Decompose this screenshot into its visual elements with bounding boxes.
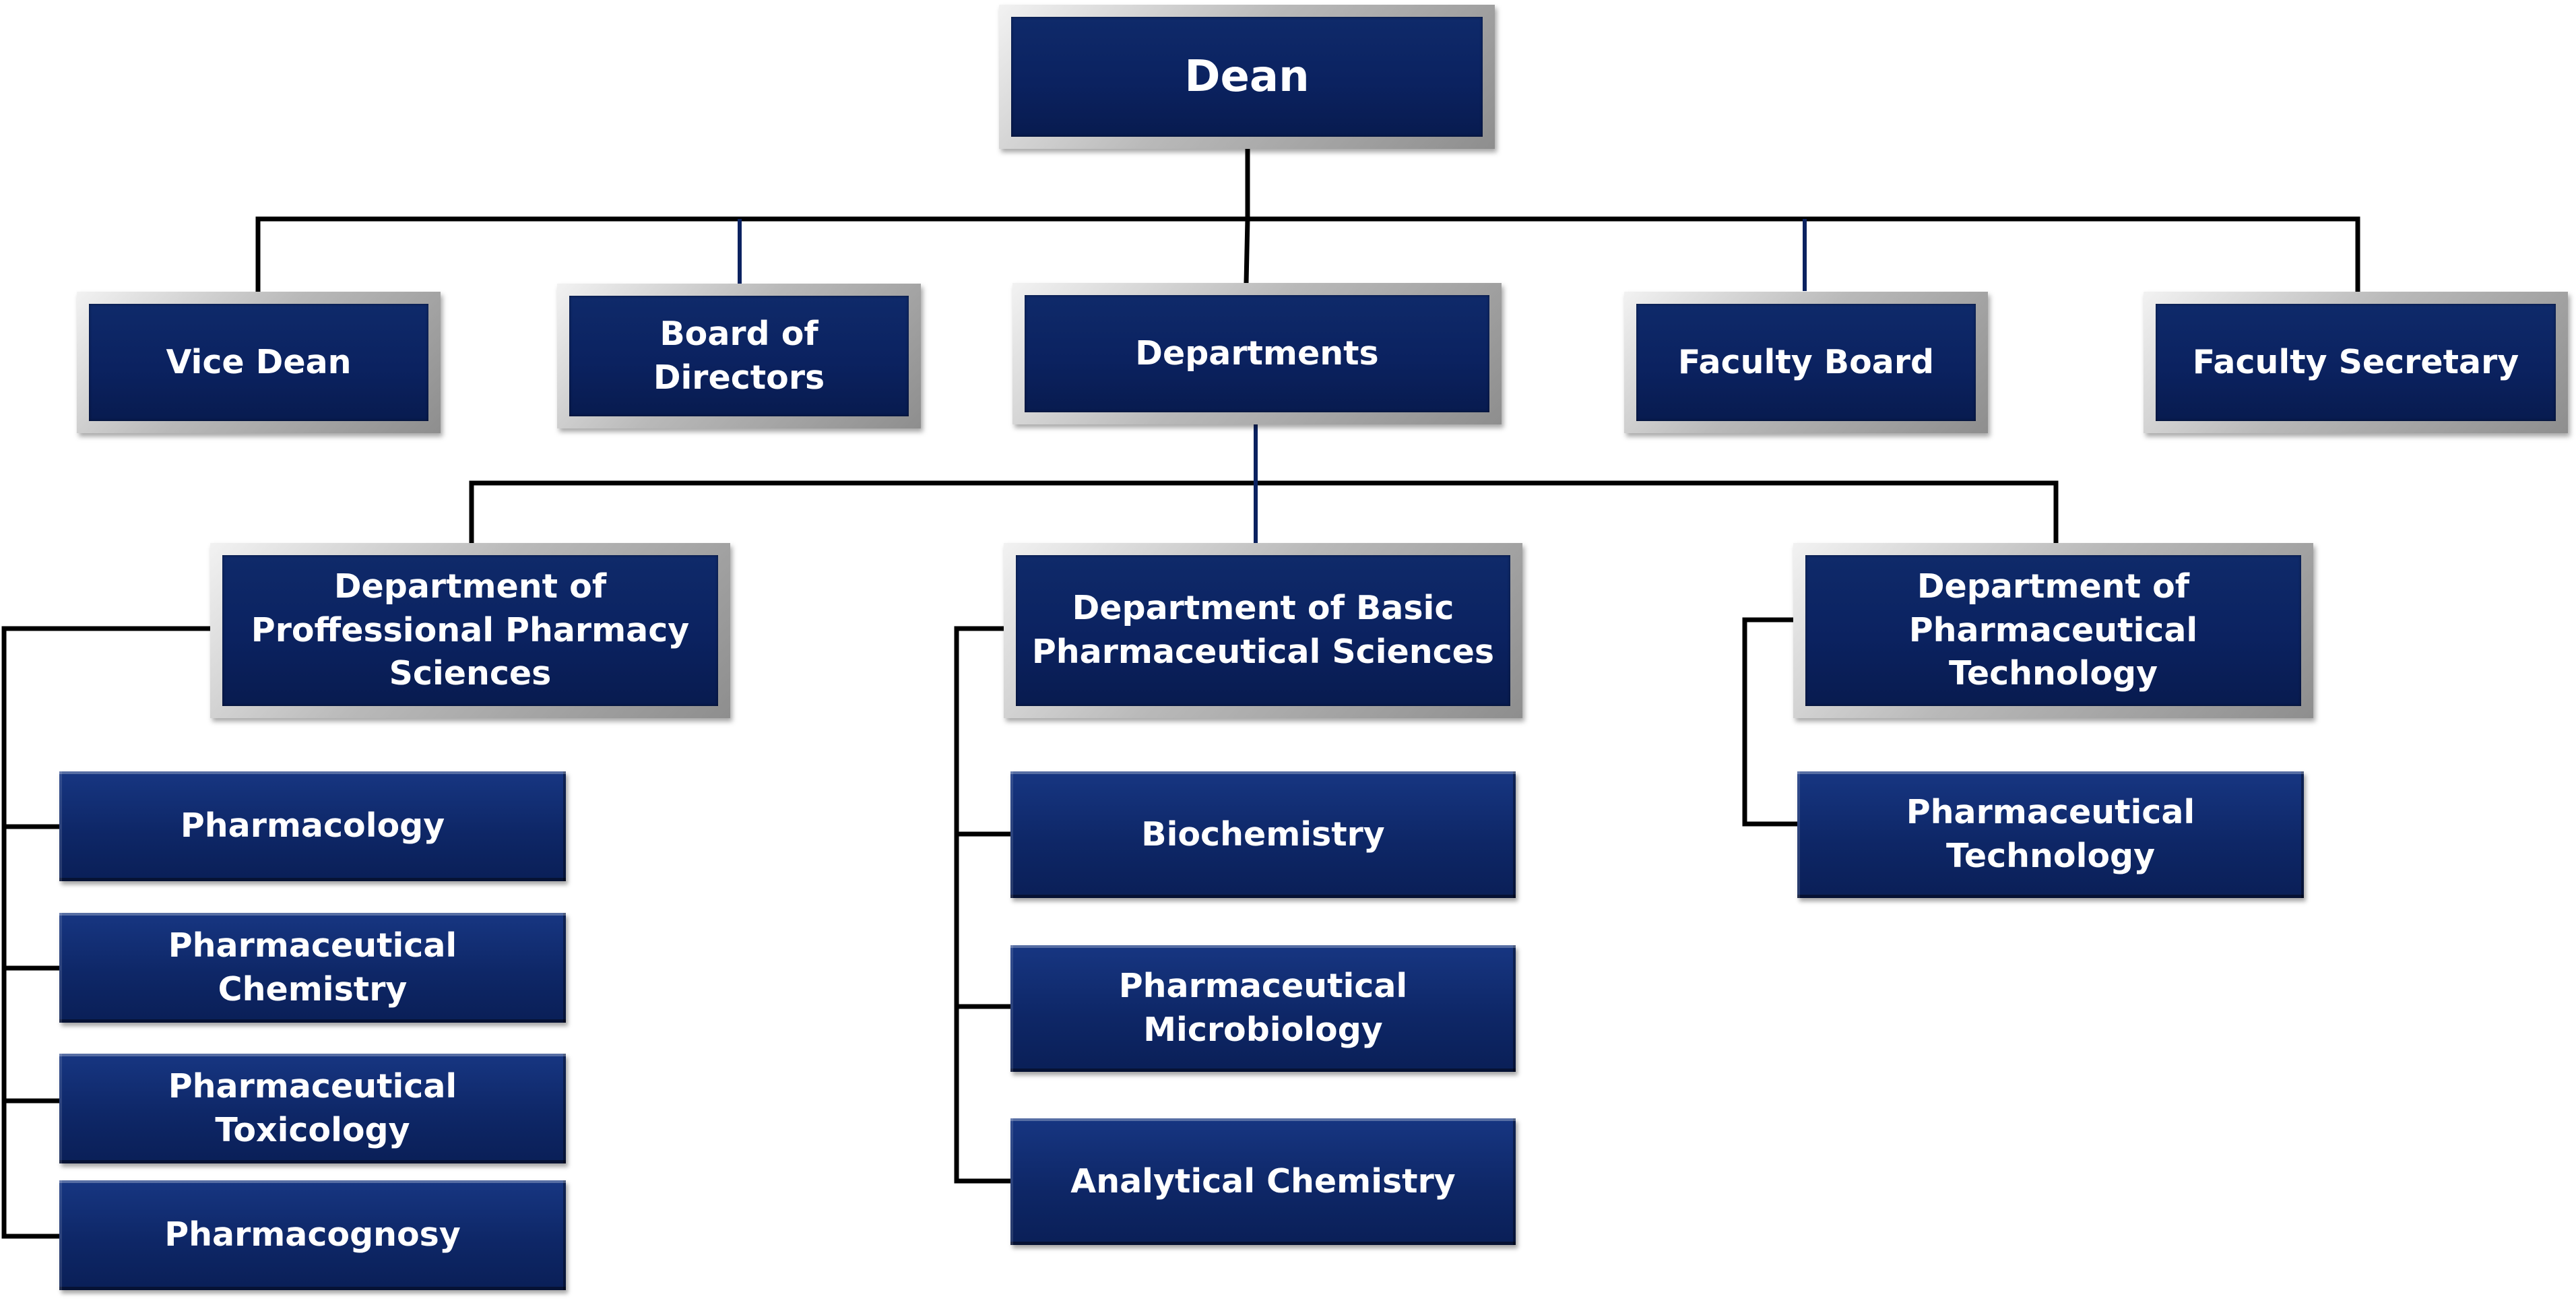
unit-pharmaceutical-chemistry-label: Pharmaceutical Chemistry	[168, 926, 457, 1009]
unit-pharmacology-box: Pharmacology	[59, 771, 566, 881]
unit-pharmacognosy-label: Pharmacognosy	[164, 1215, 461, 1254]
unit-pharmaceutical-toxicology-label: Pharmaceutical Toxicology	[168, 1066, 457, 1149]
connector-professional-units	[1, 626, 213, 1239]
faculty-secretary-box: Faculty Secretary	[2144, 292, 2568, 433]
unit-pharmaceutical-toxicology-box: Pharmaceutical Toxicology	[59, 1054, 566, 1163]
unit-biochemistry-box: Biochemistry	[1010, 771, 1516, 898]
unit-pharmaceutical-chemistry-box: Pharmaceutical Chemistry	[59, 913, 566, 1023]
dean-label: Dean	[1184, 51, 1310, 102]
connector-basic-units	[954, 626, 1013, 1184]
faculty-secretary-label: Faculty Secretary	[2192, 342, 2519, 381]
unit-biochemistry-label: Biochemistry	[1141, 815, 1385, 854]
departments-box: Departments	[1012, 283, 1502, 424]
connector-technology-units	[1742, 617, 1800, 827]
unit-pharmacology-label: Pharmacology	[180, 806, 445, 845]
faculty-board-label: Faculty Board	[1677, 342, 1935, 381]
vice-dean-box: Vice Dean	[77, 292, 441, 433]
faculty-board-box: Faculty Board	[1624, 292, 1988, 433]
connector-departments	[1244, 216, 1250, 286]
unit-analytical-chemistry-label: Analytical Chemistry	[1070, 1161, 1456, 1201]
unit-pharmacognosy-box: Pharmacognosy	[59, 1180, 566, 1290]
dean-box: Dean	[999, 5, 1495, 149]
departments-label: Departments	[1135, 333, 1379, 373]
vice-dean-label: Vice Dean	[166, 342, 352, 381]
unit-analytical-chemistry-box: Analytical Chemistry	[1010, 1118, 1516, 1245]
